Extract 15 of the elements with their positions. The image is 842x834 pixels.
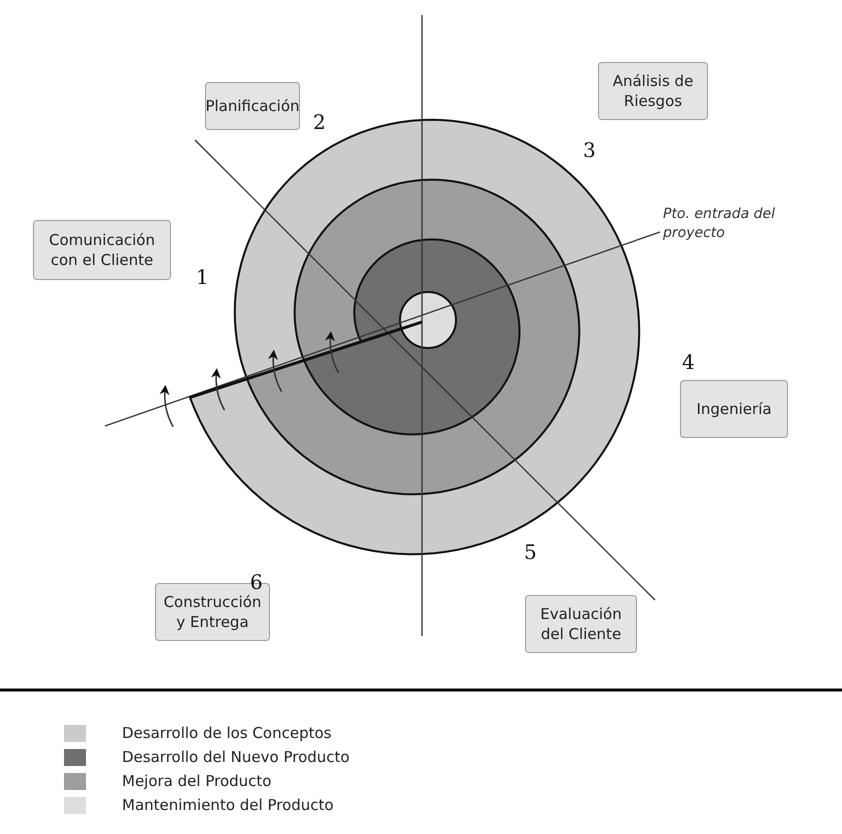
phase-box: Ingeniería bbox=[680, 380, 788, 438]
entry-label: Pto. entrada del proyecto bbox=[663, 205, 776, 243]
sector-number: 4 bbox=[682, 350, 695, 374]
phase-box: Planificación bbox=[205, 82, 300, 130]
phase-box: Análisis de Riesgos bbox=[598, 62, 708, 120]
sector-number: 1 bbox=[196, 265, 209, 289]
sector-number: 2 bbox=[313, 110, 326, 134]
phase-box: Comunicación con el Cliente bbox=[33, 220, 171, 280]
phase-box: Evaluación del Cliente bbox=[525, 595, 637, 653]
sector-number: 5 bbox=[524, 540, 537, 564]
legend-text: Mejora del Producto bbox=[122, 772, 272, 790]
sector-number: 3 bbox=[583, 138, 596, 162]
legend-text: Mantenimiento del Producto bbox=[122, 796, 334, 814]
legend-text: Desarrollo del Nuevo Producto bbox=[122, 748, 350, 766]
legend-text: Desarrollo de los Conceptos bbox=[122, 724, 332, 742]
